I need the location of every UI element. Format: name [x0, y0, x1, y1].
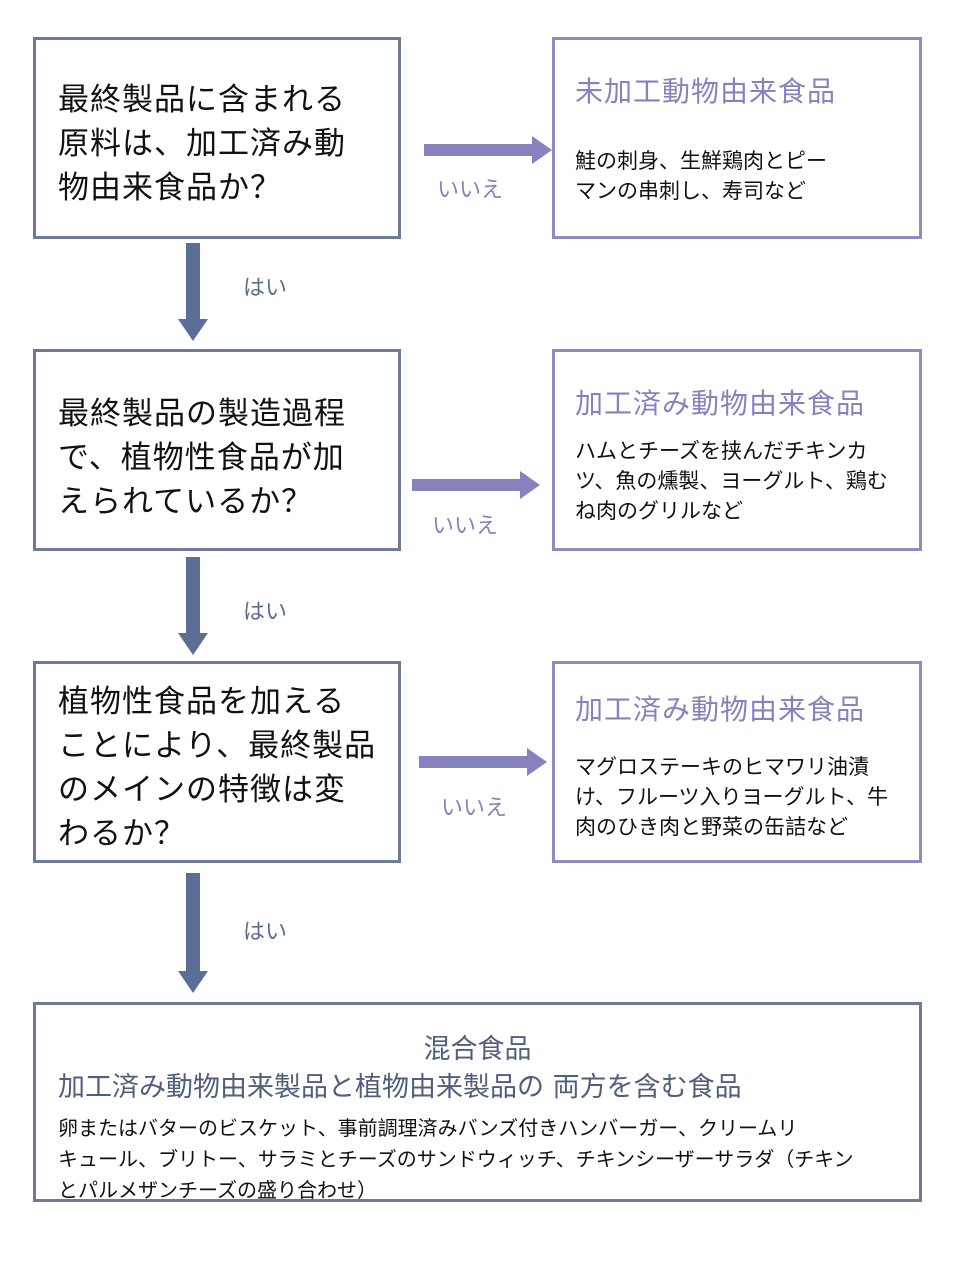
- question-box-1: 最終製品に含まれる 原料は、加工済み動 物由来食品か？: [33, 37, 401, 239]
- result-description-1: 鮭の刺身、生鮮鶏肉とピー マンの串刺し、寿司など: [575, 149, 827, 203]
- no-arrow-3: [419, 748, 547, 776]
- yes-label-1: はい: [243, 276, 288, 301]
- no-label-3: いいえ: [441, 796, 508, 821]
- result-title-2: 加工済み動物由来食品: [575, 387, 866, 420]
- no-arrow-2: [412, 471, 540, 499]
- result-box-3: 加工済み動物由来食品 マグロステーキのヒマワリ油漬 け、フルーツ入りヨーグルト、…: [552, 661, 922, 863]
- result-description-3: マグロステーキのヒマワリ油漬 け、フルーツ入りヨーグルト、牛 肉のひき肉と野菜の…: [575, 755, 889, 839]
- no-arrow-1: [424, 136, 552, 164]
- result-description-2: ハムとチーズを挟んだチキンカ ツ、魚の燻製、ヨーグルト、鶏む ね肉のグリルなど: [575, 439, 888, 523]
- question-box-3: 植物性食品を加える ことにより、最終製品 のメインの特徴は変 わるか？: [33, 661, 401, 863]
- yes-arrow-3: [178, 873, 208, 993]
- yes-arrow-2: [178, 557, 208, 655]
- question-box-2: 最終製品の製造過程 で、植物性食品が加 えられているか？: [33, 349, 401, 551]
- no-label-1: いいえ: [437, 178, 504, 203]
- final-subtitle: 加工済み動物由来製品と植物由来製品の 両方を含む食品: [58, 1072, 742, 1103]
- result-title-3: 加工済み動物由来食品: [575, 693, 866, 726]
- result-title-1: 未加工動物由来食品: [575, 75, 837, 108]
- final-description: 卵またはバターのビスケット、事前調理済みバンズ付きハンバーガー、クリームリ キュ…: [58, 1116, 854, 1202]
- result-box-2: 加工済み動物由来食品 ハムとチーズを挟んだチキンカ ツ、魚の燻製、ヨーグルト、鶏…: [552, 349, 922, 551]
- yes-label-2: はい: [243, 600, 288, 625]
- question-text-2: 最終製品の製造過程 で、植物性食品が加 えられているか？: [58, 396, 346, 520]
- question-text-1: 最終製品に含まれる 原料は、加工済み動 物由来食品か？: [58, 82, 346, 206]
- final-title: 混合食品: [423, 1034, 532, 1065]
- question-text-3: 植物性食品を加える ことにより、最終製品 のメインの特徴は変 わるか？: [58, 684, 377, 852]
- no-label-2: いいえ: [432, 514, 499, 539]
- final-result-box: 混合食品 加工済み動物由来製品と植物由来製品の 両方を含む食品 卵またはバターの…: [33, 1002, 922, 1202]
- result-box-1: 未加工動物由来食品 鮭の刺身、生鮮鶏肉とピー マンの串刺し、寿司など: [552, 37, 922, 239]
- yes-arrow-1: [178, 243, 208, 341]
- yes-label-3: はい: [243, 920, 288, 945]
